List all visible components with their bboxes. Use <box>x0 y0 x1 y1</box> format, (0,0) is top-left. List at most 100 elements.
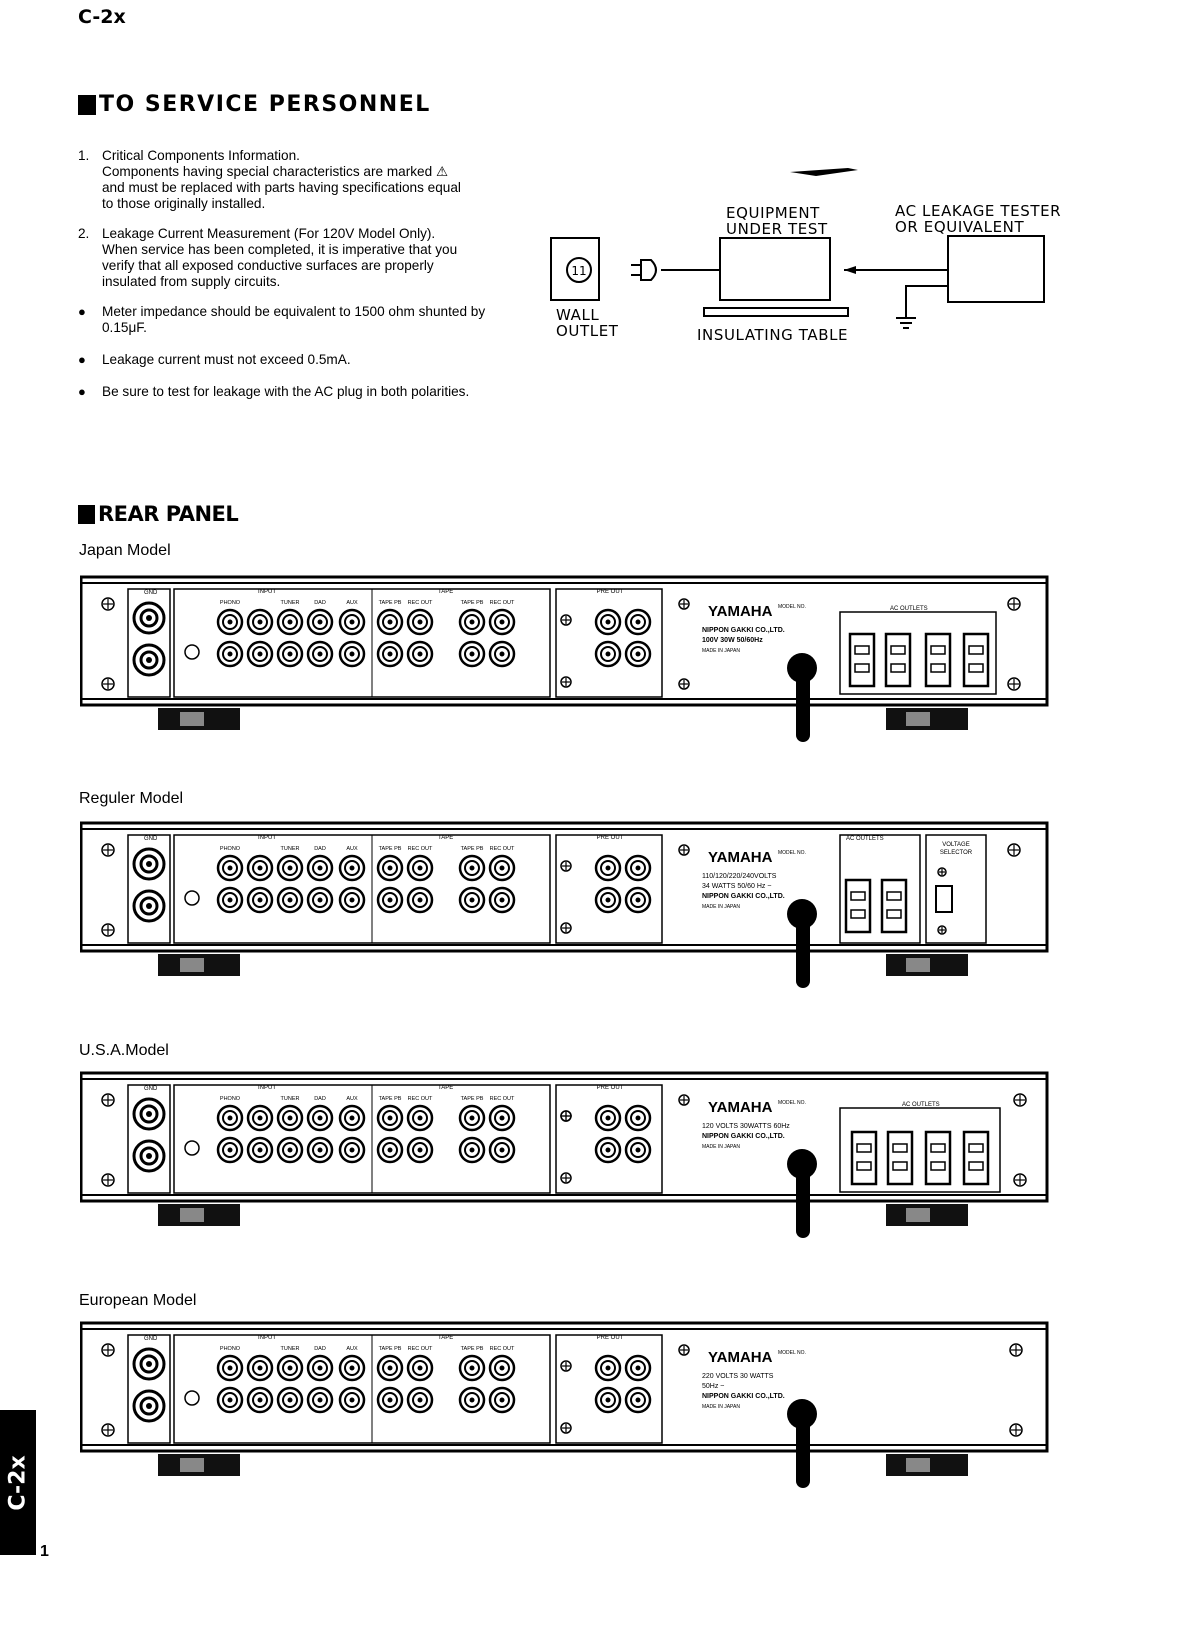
screw <box>560 614 572 626</box>
model-label-europe: European Model <box>79 1292 197 1309</box>
ac-outlets-box <box>839 834 921 944</box>
jack-label: PHONO <box>220 1096 241 1102</box>
spec-text: 110/120/220/240VOLTS <box>702 873 777 880</box>
ac-outlet <box>886 1130 914 1186</box>
model-no-label: MODEL NO. <box>778 1350 806 1356</box>
ac-outlet <box>924 632 952 688</box>
rca-jack <box>216 1104 244 1132</box>
screw <box>1013 1173 1027 1187</box>
jack-label: DAD <box>314 1096 326 1102</box>
screw <box>1007 677 1021 691</box>
note-2-line: verify that all exposed conductive surfa… <box>102 258 434 273</box>
jack-label: AUX <box>346 600 358 606</box>
spec-text: 50Hz ~ <box>702 1383 724 1390</box>
ac-outlets-label: AC OUTLETS <box>890 606 928 612</box>
gnd-terminal <box>132 847 166 881</box>
rca-jack <box>488 1104 516 1132</box>
note-1-line: Components having special characteristic… <box>102 164 449 179</box>
jack-label: TAPE PB <box>379 846 402 852</box>
brand-name: YAMAHA <box>708 1099 773 1116</box>
rca-jack <box>306 1354 334 1382</box>
rca-jack <box>624 886 652 914</box>
gnd-label: GND <box>144 836 158 842</box>
rca-jack <box>376 608 404 636</box>
screw <box>937 925 947 935</box>
rca-jack <box>406 608 434 636</box>
rca-jack <box>406 1136 434 1164</box>
rca-jack <box>488 886 516 914</box>
gnd-box <box>127 834 171 944</box>
rca-jack <box>376 640 404 668</box>
rca-jack <box>338 1386 366 1414</box>
tape-label: TAPE <box>438 835 453 841</box>
rca-jack <box>246 1354 274 1382</box>
bullet-item: ●Meter impedance should be equivalent to… <box>78 304 530 336</box>
page-number: 1 <box>40 1543 49 1560</box>
gnd-terminal <box>132 643 166 677</box>
note-2-line: insulated from supply circuits. <box>102 274 281 289</box>
screw <box>560 1172 572 1184</box>
gain-switch <box>184 644 200 660</box>
screw <box>101 1173 115 1187</box>
screw <box>1013 1093 1027 1107</box>
spec-text: MADE IN JAPAN <box>702 1404 740 1410</box>
rca-jack <box>458 1104 486 1132</box>
gnd-label: GND <box>144 590 158 596</box>
preout-label: PRE OUT <box>597 589 624 595</box>
jack-label: PHONO <box>220 1346 241 1352</box>
note-2-line: When service has been completed, it is i… <box>102 242 458 257</box>
jack-label: TAPE PB <box>461 1096 484 1102</box>
bullet-text: Be sure to test for leakage with the AC … <box>102 384 470 399</box>
rca-jack <box>306 886 334 914</box>
rca-jack <box>406 640 434 668</box>
rca-jack <box>338 608 366 636</box>
rca-jack <box>276 886 304 914</box>
screw <box>101 677 115 691</box>
equipment-label: EQUIPMENT UNDER TEST <box>726 205 828 237</box>
rca-jack <box>216 640 244 668</box>
screw <box>678 598 690 610</box>
tester-label: AC LEAKAGE TESTER OR EQUIVALENT <box>895 203 1061 235</box>
rca-jack <box>306 640 334 668</box>
preout-label: PRE OUT <box>597 835 624 841</box>
jack-label: DAD <box>314 600 326 606</box>
spec-text: 120 VOLTS 30WATTS 60Hz <box>702 1123 790 1130</box>
rear-panel-title: REAR PANEL <box>98 502 239 526</box>
jack-label: TUNER <box>281 846 300 852</box>
screw <box>560 1422 572 1434</box>
jack-label: REC OUT <box>408 846 433 852</box>
jack-label: REC OUT <box>408 1096 433 1102</box>
rca-jack <box>594 608 622 636</box>
input-label: INPUT <box>258 835 276 841</box>
screw <box>678 1344 690 1356</box>
screw <box>101 1343 115 1357</box>
rca-jack <box>458 1136 486 1164</box>
model-no-label: MODEL NO. <box>778 1100 806 1106</box>
tester-label-line: OR EQUIVALENT <box>895 218 1025 236</box>
screw <box>101 1093 115 1107</box>
model-no-label: MODEL NO. <box>778 850 806 856</box>
bullet-text: Leakage current must not exceed 0.5mA. <box>102 352 351 367</box>
outlet-label-line: OUTLET <box>556 322 619 340</box>
rca-jack <box>216 1386 244 1414</box>
spec-text: 100V 30W 50/60Hz <box>702 637 763 644</box>
gnd-terminal <box>132 601 166 635</box>
gain-switch <box>184 1390 200 1406</box>
jack-label: TAPE PB <box>461 600 484 606</box>
rca-jack <box>376 1136 404 1164</box>
bullet-icon: ● <box>78 384 86 399</box>
rca-jack <box>488 1386 516 1414</box>
ac-outlet <box>880 878 908 934</box>
screw <box>101 1423 115 1437</box>
jack-label: TAPE PB <box>379 1346 402 1352</box>
screw <box>560 860 572 872</box>
jack-label: REC OUT <box>490 1346 515 1352</box>
rca-jack <box>624 1354 652 1382</box>
preout-box <box>555 1334 663 1444</box>
brand-name: YAMAHA <box>708 849 773 866</box>
tape-label: TAPE <box>438 589 453 595</box>
voltage-label: VOLTAGE <box>942 842 969 848</box>
